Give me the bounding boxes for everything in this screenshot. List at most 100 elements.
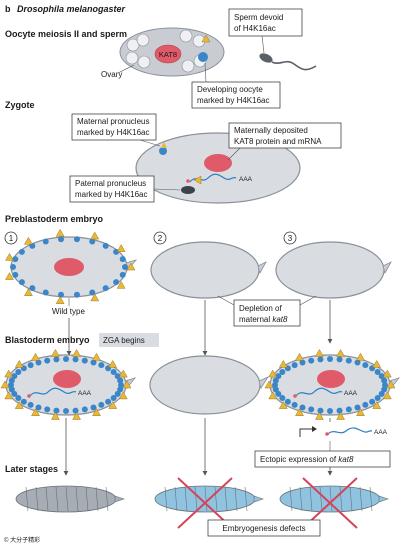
marker-triangle: [264, 380, 274, 389]
marker-dot: [345, 357, 352, 364]
maternal-pronucleus-callout: [71, 113, 157, 141]
marker-triangle: [336, 412, 346, 420]
marker-dot: [42, 238, 49, 245]
marker-dot: [35, 404, 42, 411]
marker-dot: [27, 362, 34, 369]
zygote-polya: AAA: [239, 176, 253, 183]
marker-dot: [382, 382, 388, 388]
column-1-number: 1: [4, 231, 18, 245]
marker-triangle: [5, 272, 14, 280]
marker-dot: [378, 390, 385, 397]
preblastoderm-nucleus: [54, 258, 84, 276]
larva-segment: [299, 486, 303, 512]
marker-dot: [275, 390, 282, 397]
marker-dot: [114, 373, 121, 380]
larva-segment: [224, 486, 228, 512]
section-oocyte: Oocyte meiosis II and sperm: [5, 29, 127, 39]
marker-triangle: [50, 348, 60, 357]
depletion-callout: [233, 299, 301, 327]
marker-dot: [317, 356, 324, 363]
marker-triangle: [55, 228, 65, 237]
wild-type-label: Wild type: [52, 307, 85, 316]
marker-dot: [53, 407, 60, 414]
marker-dot: [354, 404, 361, 411]
marker-triangle: [268, 369, 278, 378]
marker-triangle: [278, 401, 288, 409]
marker-dot: [291, 401, 298, 408]
marker-dot: [279, 395, 286, 401]
marker-triangle: [90, 231, 100, 240]
marker-dot: [317, 407, 324, 414]
larva-segment: [35, 486, 39, 512]
marker-triangle: [92, 352, 101, 361]
ovary-illustration: KAT8: [119, 27, 225, 77]
marker-dot: [42, 289, 49, 296]
larva-segment: [174, 486, 178, 512]
maternal-pronucleus-triangle: [161, 142, 167, 148]
maternal-pronucleus-dot: [159, 147, 167, 155]
svg-text:1: 1: [9, 234, 14, 243]
section-later-stages: Later stages: [5, 464, 58, 474]
zygote-egg: AAA: [135, 132, 301, 204]
zga-badge: [99, 333, 159, 347]
ovary-egg-chambers: [125, 29, 207, 73]
marker-triangle: [4, 369, 14, 378]
blastoderm-markers-col1: [0, 348, 132, 420]
larva-segment: [75, 486, 79, 512]
larva-segment: [349, 486, 353, 512]
defects-callout: [207, 519, 321, 537]
marker-triangle: [108, 359, 118, 368]
marker-triangle: [31, 408, 40, 416]
larva-defective-col2: [154, 485, 264, 513]
larva-segment: [359, 486, 363, 512]
svg-text:2: 2: [158, 234, 163, 243]
marker-dot: [18, 279, 25, 286]
species-name: Drosophila melanogaster: [17, 4, 126, 14]
marker-triangle: [90, 293, 100, 302]
preblastoderm-egg-depleted-2: [150, 241, 267, 299]
oocyte-marker-triangle: [201, 34, 211, 43]
marker-dot: [354, 359, 361, 366]
marker-dot: [374, 369, 381, 375]
larva-segment: [65, 486, 69, 512]
marker-dot: [12, 256, 19, 263]
paternal-pronucleus-line2: marked by H4K16ac: [75, 190, 147, 199]
marker-triangle: [50, 412, 60, 420]
marker-triangle: [268, 391, 278, 400]
marker-dot: [299, 404, 306, 411]
marker-dot: [15, 369, 22, 375]
maternal-pronucleus-line1: Maternal pronucleus: [77, 117, 149, 126]
marker-triangle: [72, 412, 82, 420]
maternal-pronucleus-line2: marked by H4K16ac: [77, 128, 149, 137]
marker-dot: [378, 373, 385, 380]
marker-dot: [275, 373, 282, 380]
marker-dot: [29, 285, 36, 292]
larva-segment: [204, 486, 208, 512]
larva-segment: [55, 486, 59, 512]
larva-tail: [114, 495, 125, 503]
marker-triangle: [118, 369, 128, 378]
marker-dot: [72, 356, 79, 363]
marker-triangle: [372, 401, 382, 409]
marker-dot: [15, 395, 22, 401]
larva-segment: [184, 486, 188, 512]
paternal-pronucleus-line1: Paternal pronucleus: [75, 179, 146, 188]
kat8-label: KAT8: [159, 50, 177, 59]
marker-triangle: [122, 380, 132, 389]
marker-dot: [272, 377, 279, 384]
marker-dot: [18, 248, 25, 255]
maternal-deposit-callout: [228, 122, 342, 149]
marker-triangle: [0, 380, 10, 389]
larva-wild-type: [15, 485, 125, 513]
marker-dot: [284, 398, 291, 405]
marker-dot: [8, 377, 15, 384]
larva-segment: [234, 486, 238, 512]
marker-triangle: [72, 348, 82, 357]
marker-triangle: [4, 391, 14, 400]
marker-dot: [8, 386, 15, 393]
panel-letter: b: [5, 4, 11, 14]
larva-segment: [289, 486, 293, 512]
marker-dot: [73, 291, 80, 298]
marker-triangle: [386, 380, 396, 389]
larva-segment: [45, 486, 49, 512]
